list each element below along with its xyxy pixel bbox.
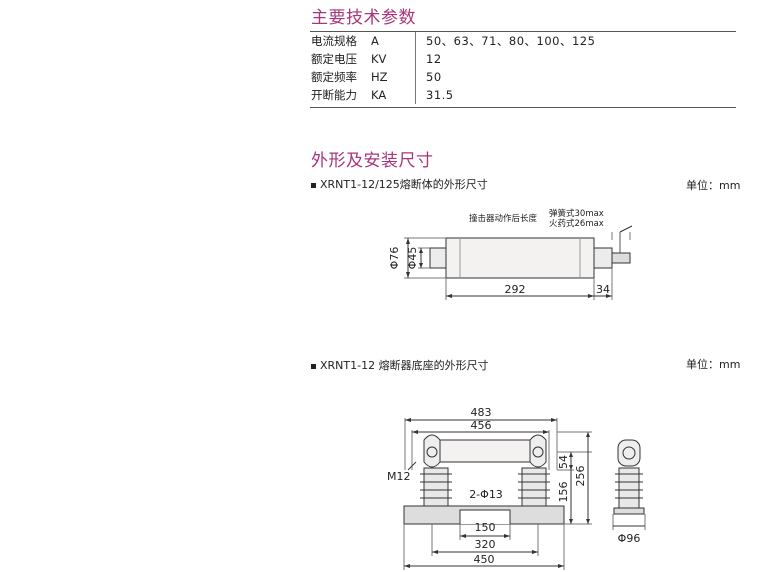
param-name: 电流规格 [311, 34, 357, 48]
figure1-unit-note: 单位：mm [686, 179, 741, 192]
dim-450: 450 [474, 553, 495, 566]
dim-striker: 34 [596, 283, 610, 296]
fuse-body [445, 237, 595, 279]
bullet-icon [311, 182, 316, 188]
bullet-icon [311, 363, 316, 369]
dim-456: 456 [471, 419, 492, 432]
table-row: 额定电压 KV 12 [310, 50, 736, 68]
dim-256: 256 [574, 466, 587, 487]
dim-phi96: Φ96 [618, 532, 641, 545]
param-unit: KV [367, 50, 416, 68]
param-table: 电流规格 A 50、63、71、80、100、125 额定电压 KV 12 额定… [310, 32, 736, 104]
param-name: 额定频率 [311, 70, 357, 84]
table-top-rule [310, 31, 736, 32]
dim-156: 156 [557, 482, 570, 503]
note-powder: 火药式26max [549, 218, 604, 229]
param-value: 31.5 [426, 88, 454, 102]
param-name: 额定电压 [311, 52, 357, 66]
figure1-caption-text: XRNT1-12/125熔断体的外形尺寸 [320, 178, 488, 191]
figure2-caption-text: XRNT1-12 熔断器底座的外形尺寸 [320, 359, 489, 372]
param-unit: HZ [367, 68, 416, 86]
param-unit: KA [367, 86, 416, 104]
fuse-left-cap [429, 247, 447, 269]
dim-483: 483 [471, 406, 492, 419]
dim-hole: 2-Φ13 [469, 488, 503, 501]
dim-outer-dia: Φ76 [388, 247, 401, 270]
dim-54: 54 [557, 455, 570, 469]
figure1-caption: XRNT1-12/125熔断体的外形尺寸 [311, 176, 488, 192]
section-title-dims: 外形及安装尺寸 [311, 151, 434, 171]
param-name: 开断能力 [311, 88, 357, 102]
dim-320: 320 [475, 538, 496, 551]
dim-150: 150 [475, 521, 496, 534]
note-striker-length: 撞击器动作后长度 [469, 213, 538, 224]
table-row: 电流规格 A 50、63、71、80、100、125 [310, 32, 736, 50]
dim-length: 292 [505, 283, 526, 296]
dim-inner-dia: Φ45 [406, 247, 419, 270]
section-title-params: 主要技术参数 [311, 8, 416, 28]
table-row: 额定频率 HZ 50 [310, 68, 736, 86]
param-value: 50 [426, 70, 442, 84]
param-unit: A [367, 32, 416, 50]
table-row: 开断能力 KA 31.5 [310, 86, 736, 104]
figure2-unit-note: 单位：mm [686, 358, 741, 371]
fuse-striker [611, 252, 631, 264]
param-value: 50、63、71、80、100、125 [426, 34, 596, 48]
table-bottom-rule [310, 107, 736, 108]
note-spring: 弹簧式30max [549, 208, 604, 219]
param-value: 12 [426, 52, 442, 66]
figure2-caption: XRNT1-12 熔断器底座的外形尺寸 [311, 357, 489, 373]
dim-m12: M12 [387, 470, 411, 483]
